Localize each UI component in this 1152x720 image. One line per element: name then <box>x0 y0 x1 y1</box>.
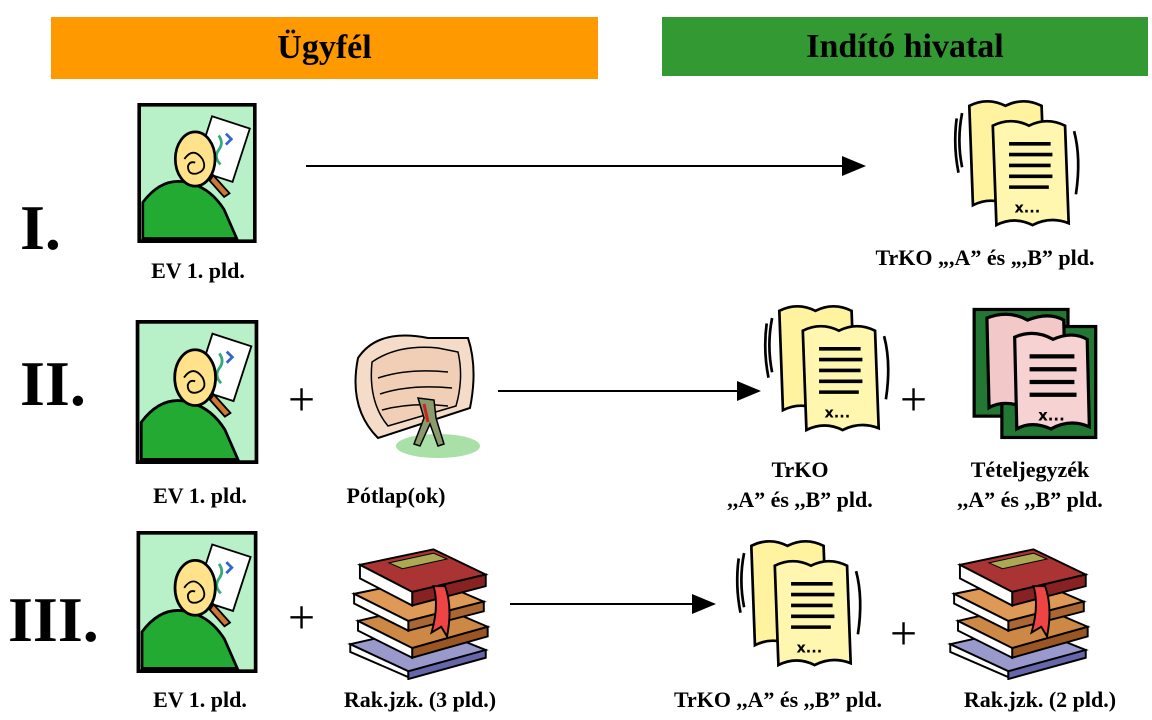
framed-document-icon <box>972 306 1100 442</box>
row2-numeral: II. <box>20 348 86 419</box>
row2-right2-caption-1: Tételjegyzék <box>970 457 1090 482</box>
office-header-label: Indító hivatal <box>806 27 1004 65</box>
book-stack-icon <box>938 530 1098 680</box>
row3-right2-caption: Rak.jzk. (2 pld.) <box>963 687 1117 712</box>
person-writing-icon <box>128 531 266 673</box>
row2-extra-caption: Pótlap(ok) <box>346 483 446 508</box>
row2-right2-caption-2: ,,A” és ,,B” pld. <box>957 487 1103 512</box>
row1-numeral: I. <box>20 192 61 263</box>
person-writing-icon <box>128 320 266 464</box>
row2-left-caption: EV 1. pld. <box>153 483 247 508</box>
row2-plus-left: + <box>288 373 316 426</box>
row2-plus-right: + <box>900 373 928 426</box>
row1-right-caption: TrKO „,A” és „,B” pld. <box>875 245 1095 270</box>
client-header-label: Ügyfél <box>277 29 372 66</box>
row3-left-caption: EV 1. pld. <box>153 687 247 712</box>
book-stack-icon <box>338 530 498 680</box>
row3-numeral: III. <box>8 584 99 655</box>
row3-plus-right: + <box>890 607 918 660</box>
person-writing-icon <box>128 103 266 243</box>
row1-left-caption: EV 1. pld. <box>151 258 245 283</box>
document-pair-icon <box>726 535 876 675</box>
document-pair-icon <box>944 95 1094 235</box>
row2-right-caption-1: TrKO <box>771 457 829 482</box>
client-header: Ügyfél <box>51 17 598 79</box>
office-header: Indító hivatal <box>662 17 1148 76</box>
row2-right-caption-2: ,,A” és ,,B” pld. <box>727 487 873 512</box>
row3-plus-left: + <box>288 591 316 644</box>
row3-extra-caption: Rak.jzk. (3 pld.) <box>343 687 497 712</box>
folder-carrier-icon <box>338 318 488 468</box>
row3-right-caption: TrKO ,,A” és ,,B” pld. <box>673 687 882 712</box>
document-pair-icon <box>754 300 904 440</box>
